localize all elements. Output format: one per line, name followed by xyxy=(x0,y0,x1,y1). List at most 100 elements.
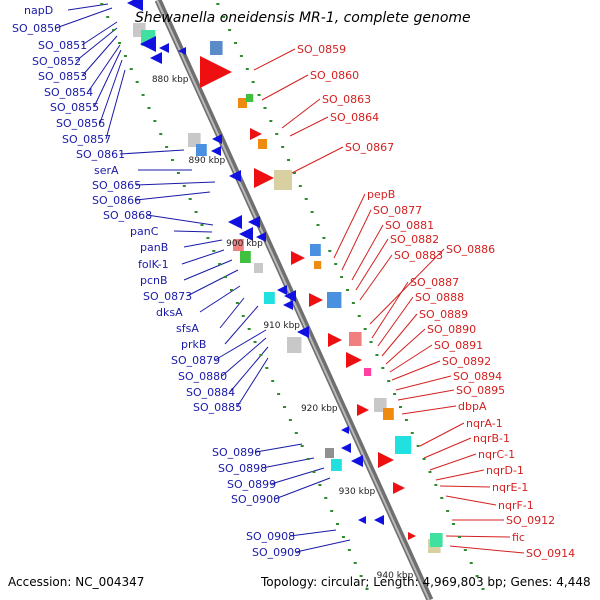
reverse-strand-dot xyxy=(288,419,292,421)
reverse-gene-arrow xyxy=(159,43,169,53)
reverse-gene-arrow xyxy=(248,216,260,228)
forward-strand-dot xyxy=(287,159,291,161)
reverse-gene-label-SO_0873: SO_0873 xyxy=(143,290,192,303)
forward-strand-dot xyxy=(269,120,273,122)
reverse-strand-dot xyxy=(176,172,180,174)
forward-connector xyxy=(449,545,525,554)
forward-strand-dot xyxy=(345,289,349,291)
forward-connector xyxy=(391,360,441,381)
reverse-strand-dot xyxy=(283,406,287,408)
forward-strand-dot xyxy=(363,328,367,330)
forward-connector xyxy=(445,535,511,538)
reverse-connector xyxy=(214,329,267,361)
forward-connector xyxy=(419,422,465,447)
reverse-strand-dot xyxy=(247,328,251,330)
reverse-strand-dot xyxy=(265,367,269,369)
kbp-tick-label: 890 kbp xyxy=(189,156,226,166)
reverse-gene-arrow xyxy=(229,170,241,182)
reverse-gene-label-folK-1: folK-1 xyxy=(138,258,169,271)
reverse-strand-dot xyxy=(123,55,127,57)
reverse-strand-dot xyxy=(153,120,157,122)
topology-text: Topology: circular; Length: 4,969,803 bp… xyxy=(260,575,591,589)
forward-gene-arrow xyxy=(393,482,405,494)
forward-strand-dot xyxy=(316,224,320,226)
forward-gene-block xyxy=(274,170,292,190)
forward-gene-label-SO_0867: SO_0867 xyxy=(345,141,394,154)
forward-gene-label-pepB: pepB xyxy=(367,188,395,201)
forward-gene-block xyxy=(395,436,412,454)
reverse-connector xyxy=(146,214,214,226)
reverse-gene-label-SO_0879: SO_0879 xyxy=(171,354,220,367)
forward-gene-label-SO_0914: SO_0914 xyxy=(526,547,575,560)
map-title: Shewanella oneidensis MR-1, complete gen… xyxy=(135,10,471,26)
reverse-gene-label-SO_0898: SO_0898 xyxy=(218,462,267,475)
forward-connector xyxy=(445,495,497,506)
forward-gene-label-fic: fic xyxy=(512,531,525,544)
forward-strand-dot xyxy=(481,588,485,590)
reverse-gene-label-dksA: dksA xyxy=(156,306,183,319)
forward-connector xyxy=(285,146,344,177)
reverse-gene-label-SO_0857: SO_0857 xyxy=(62,133,111,146)
reverse-gene-block xyxy=(264,292,275,304)
reverse-strand-dot xyxy=(224,276,228,278)
forward-strand-dot xyxy=(351,302,355,304)
reverse-strand-dot xyxy=(165,146,169,148)
forward-strand-dot xyxy=(357,315,361,317)
forward-connector xyxy=(351,224,384,281)
forward-gene-block xyxy=(258,139,267,149)
forward-gene-block xyxy=(349,332,362,346)
reverse-strand-dot xyxy=(294,432,298,434)
reverse-strand-dot xyxy=(218,263,222,265)
forward-gene-label-SO_0889: SO_0889 xyxy=(419,308,468,321)
forward-connector xyxy=(377,296,414,347)
forward-gene-arrow xyxy=(378,452,394,468)
reverse-gene-label-panB: panB xyxy=(140,241,168,254)
reverse-gene-label-SO_0884: SO_0884 xyxy=(186,386,235,399)
forward-strand-dot xyxy=(257,94,261,96)
forward-strand-dot xyxy=(399,406,403,408)
reverse-strand-dot xyxy=(159,133,163,135)
forward-connector xyxy=(423,437,472,459)
reverse-gene-label-SO_0868: SO_0868 xyxy=(103,209,152,222)
reverse-gene-block xyxy=(188,133,201,147)
strand-dots xyxy=(100,3,485,590)
forward-connector xyxy=(397,389,455,401)
forward-strand-dot xyxy=(298,185,302,187)
reverse-gene-arrow xyxy=(212,134,222,144)
reverse-strand-dot xyxy=(212,250,216,252)
forward-gene-block xyxy=(210,41,223,55)
forward-strand-dot xyxy=(381,367,385,369)
reverse-connector xyxy=(105,69,126,140)
reverse-gene-arrow xyxy=(283,300,293,310)
forward-connector xyxy=(395,375,452,391)
forward-gene-label-SO_0886: SO_0886 xyxy=(446,243,495,256)
reverse-strand-dot xyxy=(330,510,334,512)
reverse-gene-arrow xyxy=(374,515,384,525)
reverse-strand-dot xyxy=(359,575,363,577)
forward-strand-dot xyxy=(369,341,373,343)
reverse-strand-dot xyxy=(277,393,281,395)
reverse-gene-arrow xyxy=(127,0,143,11)
reverse-gene-label-SO_0900: SO_0900 xyxy=(231,493,280,506)
forward-strand-dot xyxy=(239,55,243,57)
reverse-connector xyxy=(81,21,118,46)
reverse-connector xyxy=(224,305,259,345)
forward-connector xyxy=(389,344,433,373)
reverse-gene-label-SO_0899: SO_0899 xyxy=(227,478,276,491)
reverse-gene-block xyxy=(331,459,342,471)
reverse-connector xyxy=(99,59,123,124)
forward-gene-label-SO_0887: SO_0887 xyxy=(410,276,459,289)
reverse-connector xyxy=(181,249,225,265)
forward-gene-label-nqrE-1: nqrE-1 xyxy=(492,481,528,494)
forward-strand-dot xyxy=(375,354,379,356)
reverse-strand-dot xyxy=(135,81,139,83)
reverse-connector xyxy=(289,529,337,537)
kbp-tick-label: 930 kbp xyxy=(339,487,376,497)
forward-gene-arrow xyxy=(408,532,416,540)
reverse-gene-arrow xyxy=(284,290,296,302)
reverse-connector xyxy=(173,230,213,233)
reverse-strand-dot xyxy=(365,588,369,590)
forward-strand-dot xyxy=(228,29,232,31)
forward-connector xyxy=(439,485,491,488)
reverse-gene-label-SO_0851: SO_0851 xyxy=(38,39,87,52)
